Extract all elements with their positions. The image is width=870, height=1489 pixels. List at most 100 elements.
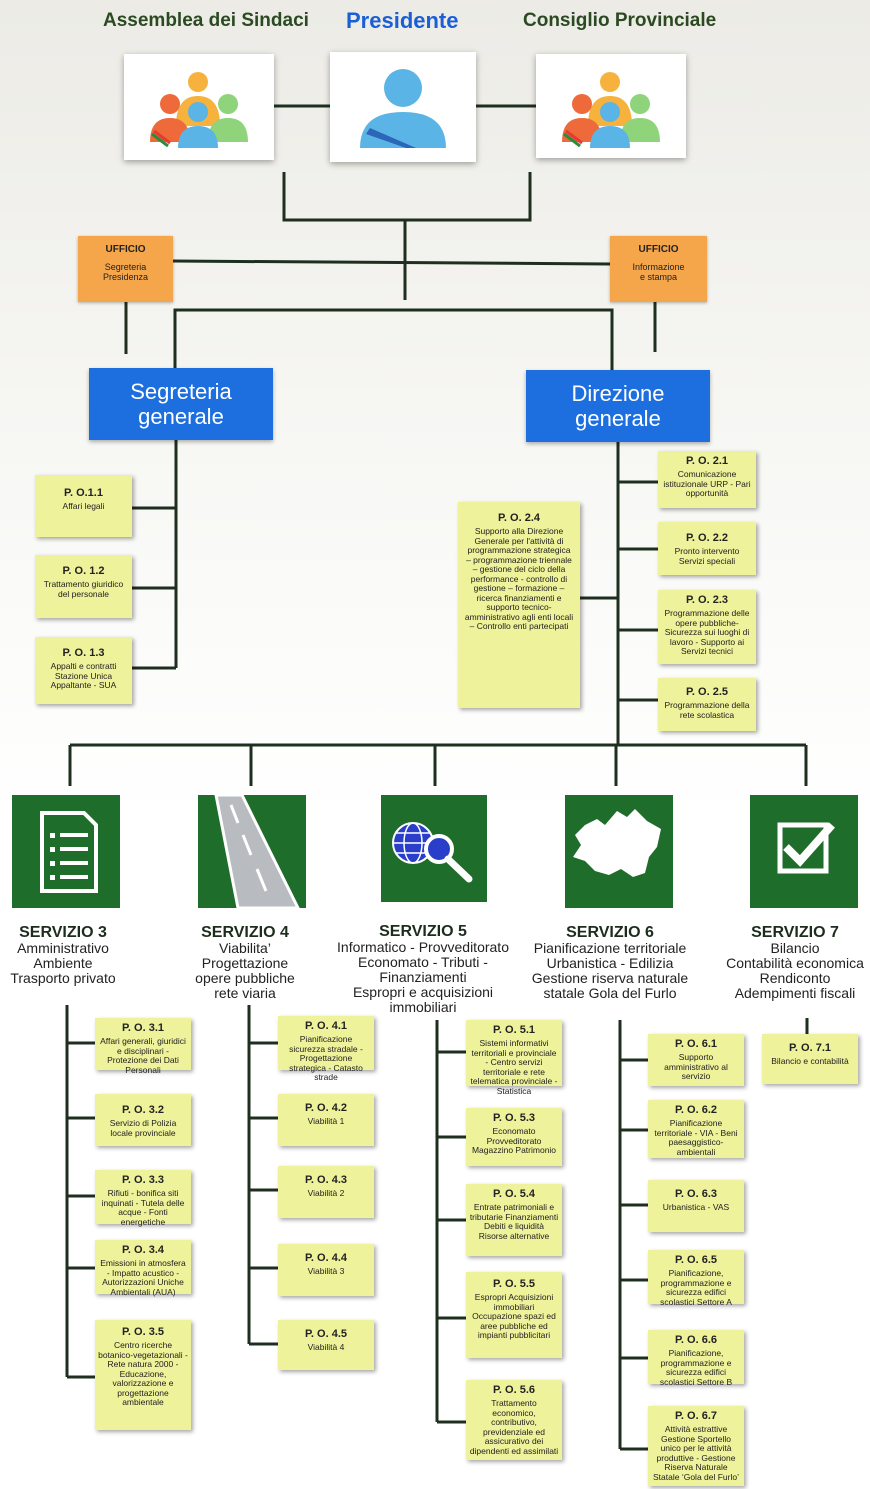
po-code: P. O. 6.7	[675, 1410, 717, 1422]
po-note-4-3: P. O. 4.3 Viabilità 2	[278, 1166, 374, 1218]
servizio-line: statale Gola del Furlo	[543, 985, 677, 1001]
po-code: P. O. 5.6	[493, 1384, 535, 1396]
person-icon	[360, 69, 446, 148]
servizio-line: Adempimenti fiscali	[734, 985, 856, 1001]
checkbox-icon	[777, 822, 835, 874]
po-code: P. O. 2.4	[498, 512, 540, 524]
ufficio-informazione-stampa: UFFICIO Informazione e stampa	[610, 236, 707, 302]
po-code: P. O. 6.2	[675, 1104, 717, 1116]
po-note-6-6: P. O. 6.6 Pianificazione, programmazione…	[648, 1330, 744, 1387]
po-text: Trattamento giuridico del personale	[43, 579, 124, 599]
document-list-icon	[40, 811, 98, 893]
assemblea-title: Assemblea dei Sindaci	[103, 10, 309, 31]
po-code: P. O. 4.1	[305, 1020, 347, 1032]
po-code: P. O. 4.4	[305, 1252, 347, 1264]
po-code: P. O. 1.3	[62, 647, 105, 659]
po-note-6-3: P. O. 6.3 Urbanistica - VAS	[648, 1180, 744, 1232]
servizio-4-label: SERVIZIO 4 Viabilita’ Progettazione oper…	[180, 925, 310, 1001]
po-code: P. O. 5.3	[493, 1112, 535, 1124]
servizio-6-tile	[565, 795, 673, 908]
servizio-line: Trasporto privato	[10, 970, 116, 986]
po-code: P. O. 2.2	[686, 532, 728, 544]
po-note-4-1: P. O. 4.1 Pianificazione sicurezza strad…	[278, 1016, 374, 1082]
po-note-5-3: P. O. 5.3 Economato Provveditorato Magaz…	[466, 1108, 562, 1166]
servizio-line: Ambiente	[33, 955, 93, 971]
po-code: P. O. 6.5	[675, 1254, 717, 1266]
po-text: Pianificazione, programmazione e sicurez…	[659, 1348, 733, 1387]
group-people-icon	[150, 72, 248, 148]
po-text: Viabilità 4	[307, 1342, 345, 1353]
group-people-icon	[562, 72, 660, 148]
main-box-line: generale	[138, 404, 224, 429]
servizio-line: Espropri e acquisizioni	[352, 984, 494, 1000]
po-code: P. O. 3.1	[122, 1022, 164, 1034]
office-heading: UFFICIO	[105, 244, 146, 255]
consiglio-title: Consiglio Provinciale	[523, 10, 717, 31]
po-note-2-5: P. O. 2.5 Programmazione della rete scol…	[658, 678, 756, 731]
po-code: P. O.1.1	[64, 487, 103, 499]
servizio-line: Informatico - Provveditorato	[337, 939, 509, 955]
po-text: Viabilità 2	[307, 1188, 345, 1199]
po-code: P. O. 4.2	[305, 1102, 347, 1114]
po-note-3-4: P. O. 3.4 Emissioni in atmosfera - Impat…	[95, 1240, 191, 1297]
po-text: Programmazione della rete scolastica	[664, 700, 750, 720]
po-note-7-1: P. O. 7.1 Bilancio e contabilità	[762, 1034, 858, 1084]
po-text: Rifiuti - bonifica siti inquinati - Tute…	[101, 1188, 185, 1227]
po-code: P. O. 3.4	[122, 1244, 164, 1256]
po-text: Espropri Acquisizioni immobiliari Occupa…	[472, 1292, 556, 1341]
servizio-line: immobiliari	[389, 999, 457, 1015]
po-note-5-6: P. O. 5.6 Trattamento economico, contrib…	[466, 1380, 562, 1460]
po-text: Affari legali	[62, 501, 105, 512]
po-code: P. O. 5.1	[493, 1024, 535, 1036]
po-code: P. O. 3.3	[122, 1174, 164, 1186]
presidente-title: Presidente	[346, 8, 459, 33]
office-heading: UFFICIO	[638, 244, 679, 255]
servizio-line: Bilancio	[770, 940, 820, 956]
po-text: Programmazione delle opere pubbliche- Si…	[664, 608, 750, 657]
po-text: Economato Provveditorato Magazzino Patri…	[471, 1126, 557, 1156]
po-note-1-2: P. O. 1.2 Trattamento giuridico del pers…	[35, 555, 132, 618]
main-box-line: Segreteria	[130, 378, 232, 404]
po-code: P. O. 5.4	[493, 1188, 535, 1200]
po-code: P. O. 3.2	[122, 1104, 164, 1116]
po-note-6-5: P. O. 6.5 Pianificazione, programmazione…	[648, 1250, 744, 1307]
po-note-5-5: P. O. 5.5 Espropri Acquisizioni immobili…	[466, 1272, 562, 1358]
po-text: Trattamento economico, contributivo, pre…	[469, 1398, 559, 1456]
po-text: Bilancio e contabilità	[771, 1056, 849, 1067]
servizio-line: Viabilita’	[219, 940, 271, 956]
po-text: Comunicazione istituzionale URP - Pari o…	[663, 469, 751, 499]
po-code: P. O. 3.5	[122, 1326, 164, 1338]
servizio-line: Finanziamenti	[379, 969, 467, 985]
po-text: Servizio di Polizia locale provinciale	[109, 1118, 177, 1138]
servizio-title: SERVIZIO 7	[751, 924, 839, 941]
servizio-title: SERVIZIO 3	[19, 924, 107, 941]
po-note-1-3: P. O. 1.3 Appalti e contratti Stazione U…	[35, 637, 132, 704]
office-line: Segreteria	[104, 261, 147, 272]
po-note-2-4: P. O. 2.4 Supporto alla Direzione Genera…	[458, 502, 580, 708]
servizio-line: Urbanistica - Edilizia	[546, 955, 674, 971]
po-code: P. O. 7.1	[789, 1042, 831, 1054]
po-code: P. O. 6.3	[675, 1188, 717, 1200]
po-note-3-2: P. O. 3.2 Servizio di Polizia locale pro…	[95, 1094, 191, 1146]
servizio-title: SERVIZIO 4	[201, 924, 289, 941]
po-text: Emissioni in atmosfera - Impatto acustic…	[100, 1258, 186, 1297]
assemblea-card	[124, 54, 274, 160]
po-note-5-4: P. O. 5.4 Entrate patrimoniali e tributa…	[466, 1184, 562, 1256]
po-code: P. O. 2.3	[686, 594, 728, 606]
servizio-7-label: SERVIZIO 7 Bilancio Contabilità economic…	[720, 925, 870, 1001]
road-icon	[214, 795, 300, 908]
servizio-line: Contabilità economica	[726, 955, 864, 971]
po-code: P. O. 6.6	[675, 1334, 717, 1346]
po-code: P. O. 5.5	[493, 1278, 535, 1290]
main-box-line: Direzione	[571, 380, 665, 406]
office-line: e stampa	[639, 271, 678, 282]
ufficio-segreteria-presidenza: UFFICIO Segreteria Presidenza	[78, 236, 173, 302]
consiglio-card	[536, 54, 686, 158]
po-text: Pianificazione territoriale - VIA - Beni…	[654, 1118, 738, 1157]
servizio-line: Economato - Tributi -	[358, 954, 488, 970]
po-note-2-2: P. O. 2.2 Pronto intervento Servizi spec…	[658, 522, 756, 575]
po-text: Attività estrattive Gestione Sportello u…	[653, 1424, 739, 1482]
office-line: Informazione	[632, 261, 685, 272]
servizio-line: Amministrativo	[17, 940, 109, 956]
